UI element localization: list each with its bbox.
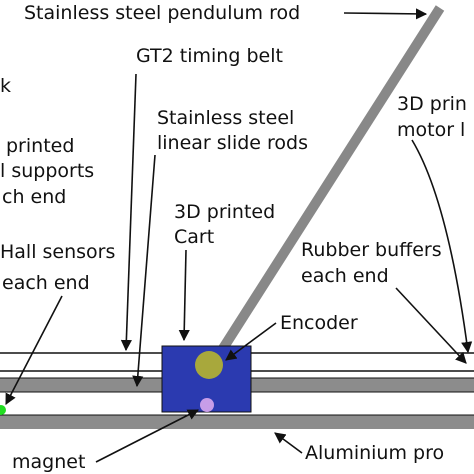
arrow-linear-rods: [132, 154, 156, 388]
arrow-aluminium: [274, 432, 303, 454]
encoder: [195, 351, 223, 379]
label-pendulum-rod: Stainless steel pendulum rod: [24, 2, 300, 24]
label-buffers-1: Rubber buffers: [301, 239, 442, 261]
label-linear-rods-1: Stainless steel: [157, 107, 294, 129]
label-hall-1: Hall sensors: [0, 241, 115, 263]
label-motor-2: motor l: [397, 119, 465, 141]
label-timing-belt: GT2 timing belt: [136, 45, 283, 67]
label-supports-2: l supports: [0, 160, 94, 182]
label-supports-1: printed: [6, 135, 74, 157]
magnet: [200, 398, 214, 412]
label-supports-3: ch end: [2, 186, 66, 208]
arrow-cart: [178, 249, 190, 342]
arrow-buffers: [395, 287, 467, 364]
pendulum-rod: [217, 5, 445, 353]
arrow-encoder: [225, 322, 277, 361]
label-cart-1: 3D printed: [174, 201, 275, 223]
arrow-hall: [5, 295, 63, 405]
arrow-magnet: [95, 409, 199, 463]
arrow-pendulum-rod: [343, 8, 428, 20]
label-linear-rods-2: linear slide rods: [157, 132, 308, 154]
label-magnet: magnet: [12, 451, 85, 473]
label-frame-fragment: k: [0, 75, 11, 97]
label-hall-2: each end: [2, 272, 90, 294]
aluminium-profile: [0, 415, 474, 429]
arrow-motor: [411, 139, 473, 354]
label-motor-1: 3D prin: [397, 93, 467, 115]
label-aluminium: Aluminium pro: [305, 442, 444, 464]
label-cart-2: Cart: [174, 226, 214, 248]
arrow-timing-belt: [120, 73, 137, 352]
hall-sensor: [0, 405, 6, 415]
label-encoder: Encoder: [280, 312, 358, 334]
label-buffers-2: each end: [301, 265, 389, 287]
